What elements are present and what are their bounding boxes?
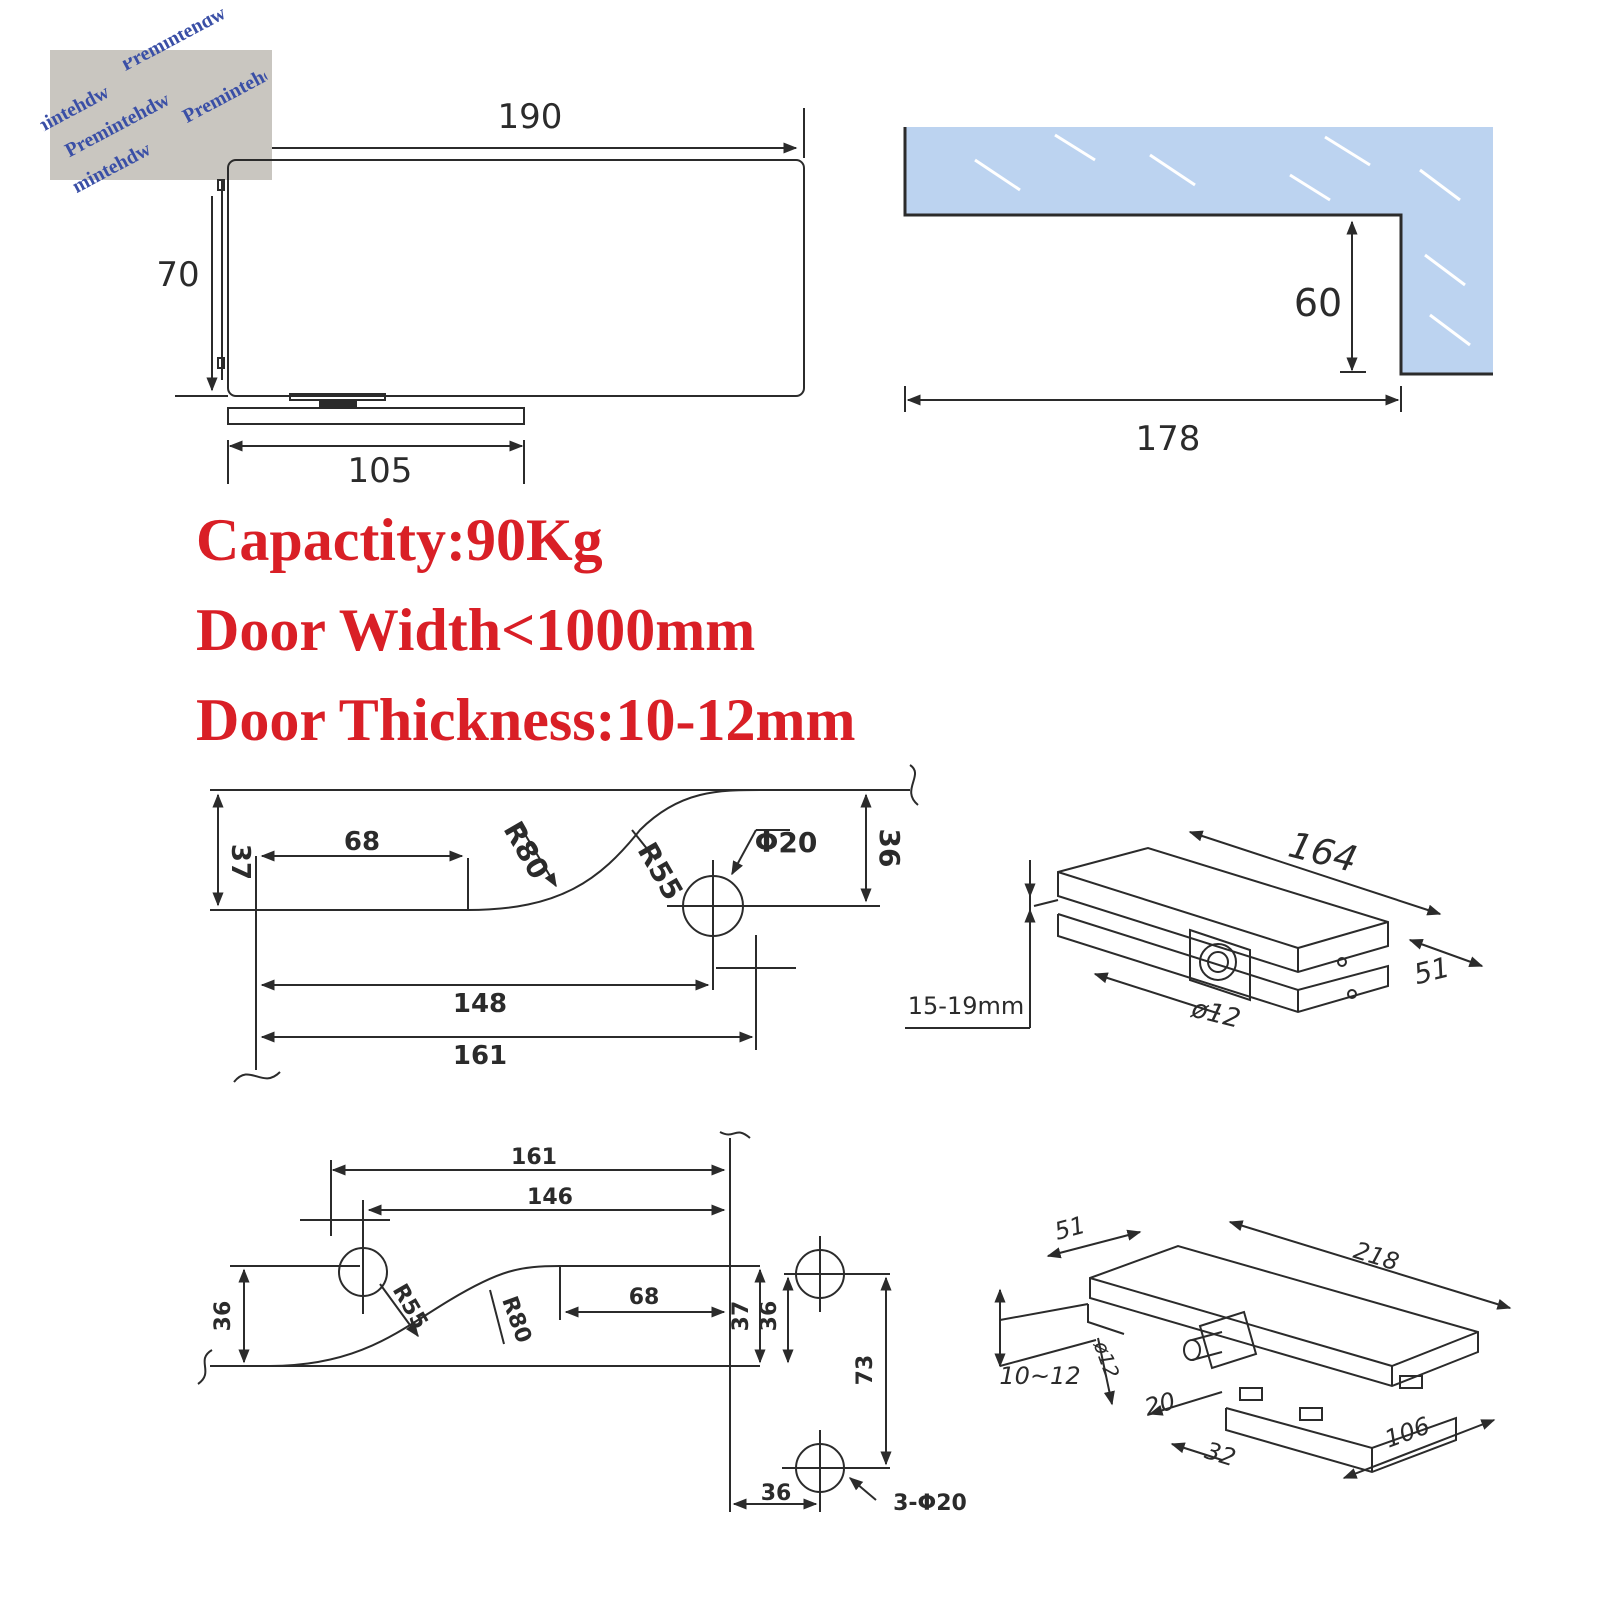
- dim-36-right: 36: [757, 1301, 782, 1332]
- radius-r80: R80: [497, 816, 556, 885]
- glass-thickness: 15-19mm: [908, 992, 1025, 1020]
- spec-door-thickness: Door Thickness:10-12mm: [196, 687, 855, 753]
- radius-r55: R55: [631, 837, 690, 906]
- spec-capacity: Capactity:90Kg: [196, 507, 603, 573]
- dim-105: 105: [348, 451, 413, 491]
- dim-60: 60: [1294, 281, 1342, 325]
- lower-cutout-drawing: [197, 1131, 892, 1512]
- glass-reflection: [974, 133, 1471, 347]
- dim-68-lower: 68: [629, 1285, 660, 1310]
- dim-178: 178: [1136, 419, 1201, 459]
- dim-37-lower: 37: [729, 1301, 754, 1332]
- dim-51: 51: [1410, 950, 1453, 991]
- dim-161: 161: [453, 1041, 507, 1071]
- top-side-view: [175, 108, 805, 484]
- dim-20: 20: [1142, 1387, 1179, 1422]
- watermark-logo: Premintehdw Premintehdw Premintehdw Prem…: [32, 5, 289, 212]
- dim-68: 68: [344, 827, 380, 857]
- dim-148: 148: [453, 989, 507, 1019]
- upper-iso-hinge: [905, 830, 1484, 1029]
- dim-70: 70: [156, 255, 199, 295]
- dim-146: 146: [527, 1185, 573, 1210]
- hole-phi12: ø12: [1188, 994, 1244, 1035]
- dim-37: 37: [225, 844, 255, 880]
- hole-phi12-lower: ø12: [1089, 1337, 1125, 1382]
- radius-r55-lower: R55: [387, 1280, 432, 1334]
- dim-36-left: 36: [211, 1301, 236, 1332]
- top-glass-view: [903, 127, 1493, 412]
- dim-36: 36: [873, 829, 906, 868]
- lower-iso-hinge: [994, 1220, 1512, 1479]
- dim-51-lower: 51: [1052, 1211, 1089, 1246]
- holes-3-phi20: 3-Φ20: [893, 1491, 967, 1516]
- dim-36-bottom: 36: [761, 1481, 792, 1506]
- spec-door-width: Door Width<1000mm: [196, 597, 755, 663]
- dim-32: 32: [1202, 1436, 1239, 1472]
- hole-phi20: Φ20: [755, 826, 818, 859]
- dim-218: 218: [1350, 1236, 1402, 1276]
- upper-cutout-drawing: [210, 764, 919, 1083]
- glass-thickness-lower: 10~12: [999, 1362, 1080, 1390]
- dim-161-lower: 161: [511, 1145, 557, 1170]
- dim-164: 164: [1284, 825, 1361, 881]
- dim-190: 190: [498, 97, 563, 137]
- dim-73: 73: [853, 1355, 878, 1386]
